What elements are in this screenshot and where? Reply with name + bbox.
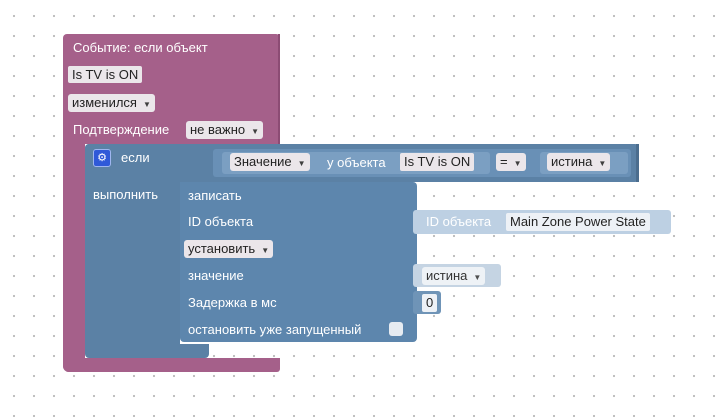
of-object-label: у объекта xyxy=(327,155,386,170)
object-id-value-input[interactable]: Main Zone Power State xyxy=(506,213,650,231)
if-block-footer xyxy=(85,344,209,358)
dropdown-arrow-icon: ▼ xyxy=(261,246,270,255)
confirm-dropdown[interactable]: не важно ▼ xyxy=(186,121,264,139)
event-title: Событие: если объект xyxy=(73,40,208,55)
event-block-shadow xyxy=(278,34,280,144)
if-block-edge xyxy=(636,144,639,182)
confirm-label: Подтверждение xyxy=(73,122,170,137)
confirm-value: не важно xyxy=(190,122,246,137)
event-trigger-dropdown[interactable]: изменился ▼ xyxy=(68,94,155,112)
stop-running-checkbox[interactable] xyxy=(389,322,403,336)
bool-value-dropdown[interactable]: истина ▼ xyxy=(547,153,611,171)
value-type-dropdown[interactable]: Значение ▼ xyxy=(230,153,310,171)
value-label: значение xyxy=(188,268,244,283)
event-block-left-rail xyxy=(63,140,85,372)
operator-dropdown[interactable]: =▼ xyxy=(496,153,526,171)
write-value: истина xyxy=(426,268,468,283)
operator-value: = xyxy=(500,154,508,169)
event-object-id-input[interactable]: Is TV is ON xyxy=(68,66,143,83)
dropdown-arrow-icon: ▼ xyxy=(142,100,151,109)
dropdown-arrow-icon: ▼ xyxy=(473,273,482,282)
write-value-dropdown[interactable]: истина ▼ xyxy=(422,267,486,285)
write-title: записать xyxy=(188,188,242,203)
object-id-field-label: ID объекта xyxy=(426,214,492,229)
dropdown-arrow-icon: ▼ xyxy=(513,159,522,168)
dropdown-arrow-icon: ▼ xyxy=(297,159,306,168)
value-type-value: Значение xyxy=(234,154,292,169)
object-id-label: ID объекта xyxy=(188,214,254,229)
event-block-bottom xyxy=(63,358,280,372)
write-mode-dropdown[interactable]: установить ▼ xyxy=(184,240,274,258)
delay-label: Задержка в мс xyxy=(188,295,277,310)
if-label: если xyxy=(121,150,150,165)
dropdown-arrow-icon: ▼ xyxy=(598,159,607,168)
delay-input[interactable]: 0 xyxy=(422,294,438,312)
write-mode-value: установить xyxy=(188,241,256,256)
stop-running-label: остановить уже запущенный xyxy=(188,322,362,337)
do-label: выполнить xyxy=(93,187,158,202)
bool-value: истина xyxy=(551,154,593,169)
gear-icon[interactable]: ⚙ xyxy=(93,149,111,167)
dropdown-arrow-icon: ▼ xyxy=(251,127,260,136)
write-block[interactable] xyxy=(180,182,417,342)
event-trigger-value: изменился xyxy=(72,95,137,110)
condition-object-id-input[interactable]: Is TV is ON xyxy=(400,153,475,171)
